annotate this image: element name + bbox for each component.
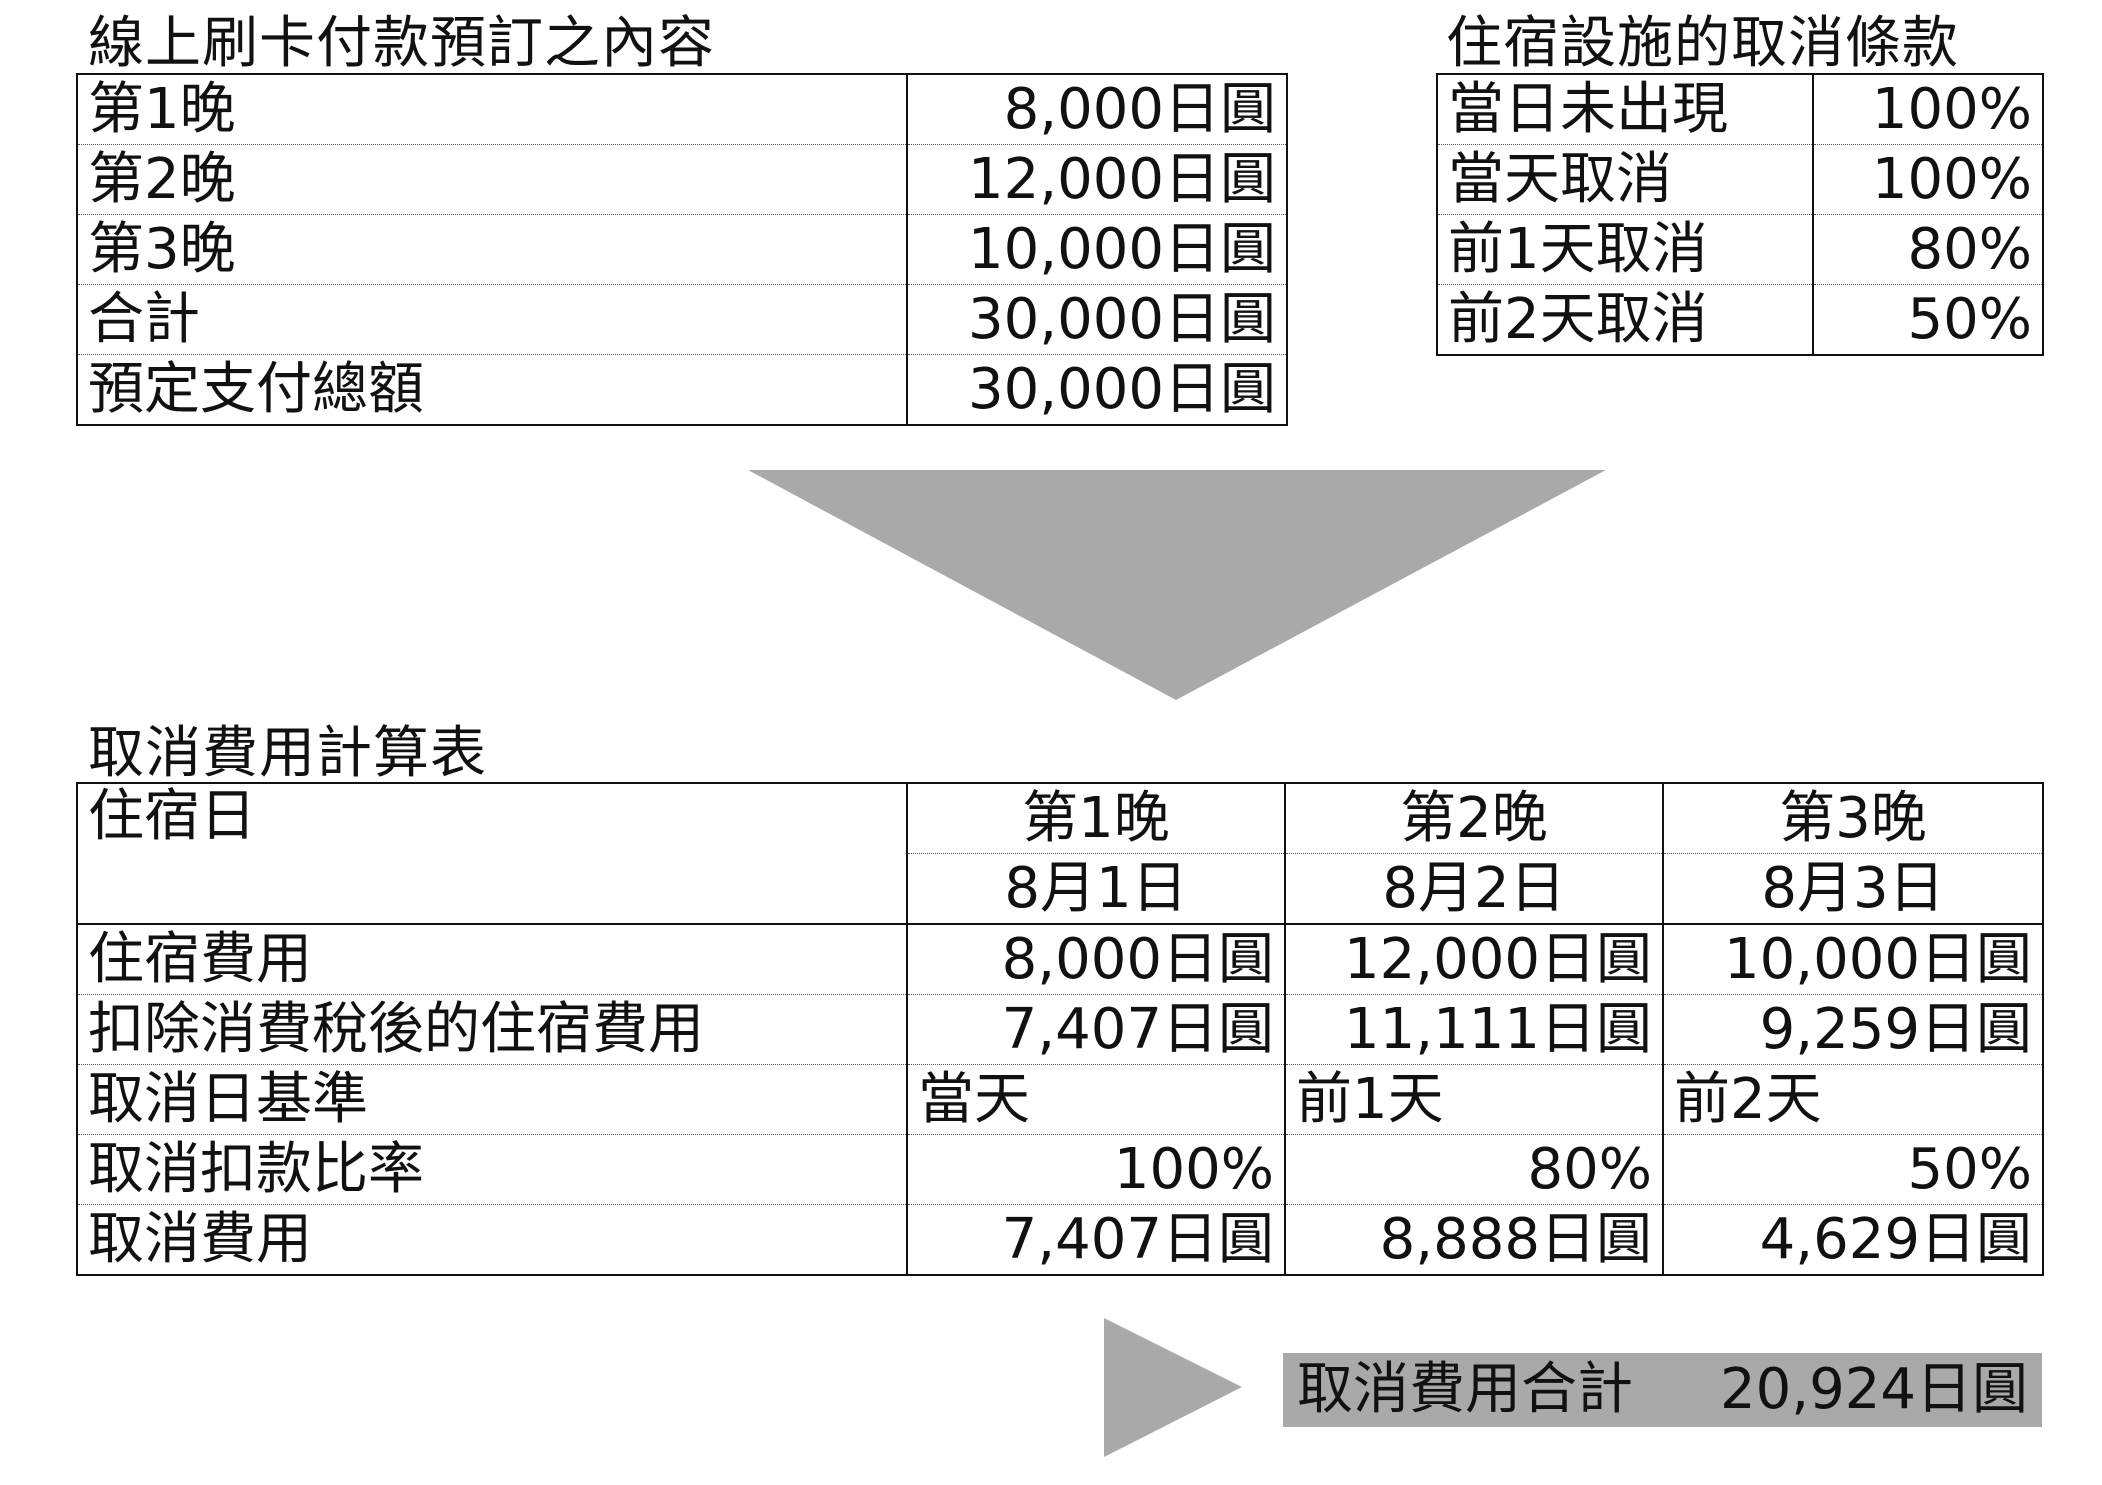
booking-table: 第1晚 8,000日圓 第2晚 12,000日圓 第3晚 10,000日圓 合計… — [76, 73, 1288, 426]
calc-header-row: 住宿日 第1晚 第2晚 第3晚 — [76, 783, 2044, 925]
policy-row-label: 當日未出現 — [1436, 74, 1814, 145]
calc-row-fee: 住宿費用 8,000日圓 12,000日圓 10,000日圓 — [76, 924, 2044, 995]
policy-title: 住宿設施的取消條款 — [1446, 11, 1959, 76]
right-arrow-icon — [1104, 1318, 1242, 1457]
policy-row-label: 前2天取消 — [1436, 284, 1814, 355]
policy-row: 當天取消 100% — [1436, 144, 2044, 215]
policy-row-label: 前1天取消 — [1436, 214, 1814, 285]
booking-row: 第1晚 8,000日圓 — [76, 74, 1288, 145]
calc-date-row: 8月1日 8月2日 8月3日 — [77, 853, 2044, 925]
row-label: 取消費用 — [76, 1204, 908, 1275]
total-label: 取消費用合計 — [1297, 1357, 1633, 1422]
fee-ex-tax-cell: 11,111日圓 — [1284, 994, 1664, 1065]
booking-row-label: 第3晚 — [76, 214, 908, 285]
fee-cell: 10,000日圓 — [1662, 924, 2044, 995]
calc-table: 住宿日 第1晚 第2晚 第3晚 8月1日 8月2日 8月3日 住宿費用 8,00… — [76, 782, 2044, 1276]
booking-row-amount: 10,000日圓 — [906, 214, 1288, 285]
fee-ex-tax-cell: 7,407日圓 — [906, 994, 1286, 1065]
booking-row-label: 第1晚 — [76, 74, 908, 145]
cancel-fee-cell: 8,888日圓 — [1284, 1204, 1664, 1275]
booking-row-amount: 8,000日圓 — [906, 74, 1288, 145]
policy-row-rate: 80% — [1812, 214, 2044, 285]
booking-row-amount: 12,000日圓 — [906, 144, 1288, 215]
policy-table: 當日未出現 100% 當天取消 100% 前1天取消 80% 前2天取消 50% — [1436, 73, 2044, 356]
booking-row-label: 合計 — [76, 284, 908, 355]
basis-cell: 當天 — [906, 1064, 1286, 1135]
night-header: 第3晚 — [1662, 783, 2044, 854]
policy-row-label: 當天取消 — [1436, 144, 1814, 215]
booking-row: 第3晚 10,000日圓 — [76, 214, 1288, 285]
booking-title: 線上刷卡付款預訂之內容 — [88, 11, 715, 76]
night-date: 8月2日 — [1284, 853, 1664, 925]
rate-cell: 50% — [1662, 1134, 2044, 1205]
booking-row: 第2晚 12,000日圓 — [76, 144, 1288, 215]
calc-row-basis: 取消日基準 當天 前1天 前2天 — [76, 1064, 2044, 1135]
policy-row-rate: 100% — [1812, 74, 2044, 145]
booking-row: 預定支付總額 30,000日圓 — [76, 354, 1288, 425]
row-label: 取消扣款比率 — [76, 1134, 908, 1205]
rate-cell: 80% — [1284, 1134, 1664, 1205]
stay-date-label: 住宿日 — [76, 783, 908, 925]
row-label: 住宿費用 — [76, 924, 908, 995]
fee-cell: 12,000日圓 — [1284, 924, 1664, 995]
booking-row-label: 預定支付總額 — [76, 354, 908, 425]
fee-ex-tax-cell: 9,259日圓 — [1662, 994, 2044, 1065]
booking-row-amount: 30,000日圓 — [906, 284, 1288, 355]
night-date: 8月1日 — [906, 853, 1286, 925]
calc-row-cancel-fee: 取消費用 7,407日圓 8,888日圓 4,629日圓 — [76, 1204, 2044, 1275]
booking-row-label: 第2晚 — [76, 144, 908, 215]
cancel-fee-cell: 7,407日圓 — [906, 1204, 1286, 1275]
basis-cell: 前1天 — [1284, 1064, 1664, 1135]
night-date: 8月3日 — [1662, 853, 2044, 925]
night-header: 第1晚 — [906, 783, 1286, 854]
calc-title: 取消費用計算表 — [88, 721, 487, 786]
total-value: 20,924日圓 — [1720, 1357, 2028, 1422]
row-label: 扣除消費稅後的住宿費用 — [76, 994, 908, 1065]
night-header: 第2晚 — [1284, 783, 1664, 854]
basis-cell: 前2天 — [1662, 1064, 2044, 1135]
policy-row: 前2天取消 50% — [1436, 284, 2044, 355]
policy-row-rate: 50% — [1812, 284, 2044, 355]
fee-cell: 8,000日圓 — [906, 924, 1286, 995]
policy-row-rate: 100% — [1812, 144, 2044, 215]
policy-row: 當日未出現 100% — [1436, 74, 2044, 145]
policy-row: 前1天取消 80% — [1436, 214, 2044, 285]
cancellation-total-box: 取消費用合計 20,924日圓 — [1283, 1353, 2042, 1427]
calc-row-fee-ex-tax: 扣除消費稅後的住宿費用 7,407日圓 11,111日圓 9,259日圓 — [76, 994, 2044, 1065]
rate-cell: 100% — [906, 1134, 1286, 1205]
booking-row-amount: 30,000日圓 — [906, 354, 1288, 425]
down-arrow-icon — [748, 470, 1606, 700]
calc-row-rate: 取消扣款比率 100% 80% 50% — [76, 1134, 2044, 1205]
row-label: 取消日基準 — [76, 1064, 908, 1135]
cancel-fee-cell: 4,629日圓 — [1662, 1204, 2044, 1275]
booking-row: 合計 30,000日圓 — [76, 284, 1288, 355]
